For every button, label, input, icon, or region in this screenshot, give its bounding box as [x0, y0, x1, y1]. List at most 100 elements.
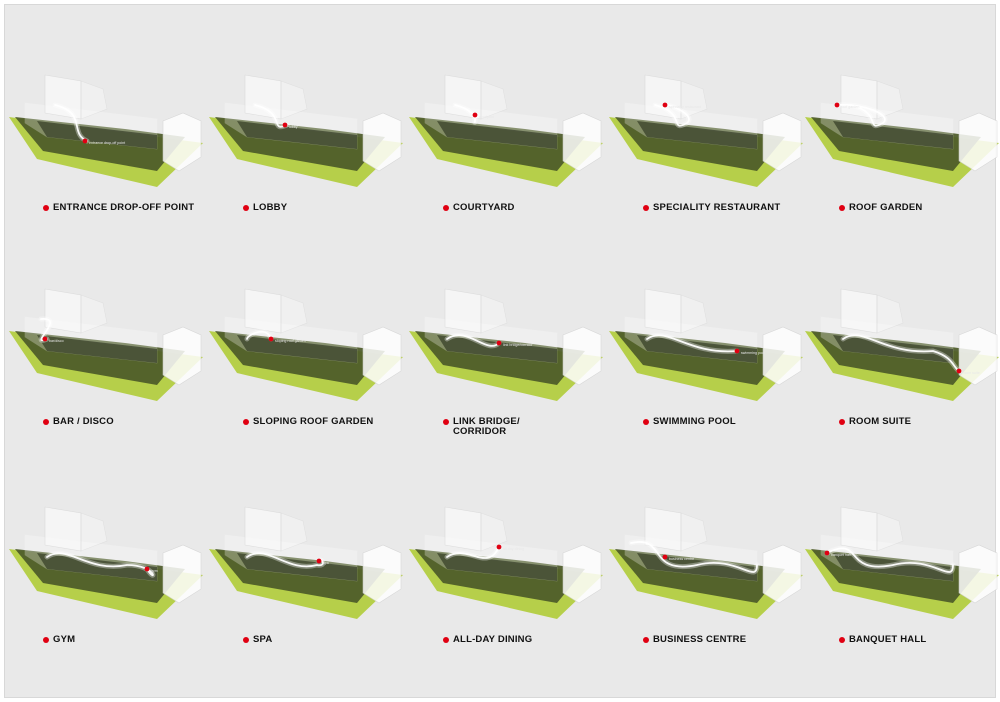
- step-caption: SWIMMING POOL: [643, 417, 813, 427]
- step-caption: SLOPING ROOF GARDEN: [243, 417, 413, 427]
- end-block: [958, 112, 998, 172]
- location-marker: [824, 550, 830, 556]
- tower-side: [80, 294, 108, 334]
- step-label: SLOPING ROOF GARDEN: [253, 416, 374, 427]
- location-tag: roof garden: [841, 105, 859, 109]
- end-block: [562, 544, 602, 604]
- bullet-dot: [43, 205, 49, 211]
- building-shadow: [637, 121, 757, 149]
- location-marker: [42, 336, 48, 342]
- tower-block: [840, 74, 878, 120]
- tower-side: [280, 294, 308, 334]
- step-label: COURTYARD: [453, 202, 515, 213]
- step-label: ROOM SUITE: [849, 416, 912, 427]
- massing-model: swimming pool: [609, 288, 803, 401]
- location-tag: sloping roof garden: [275, 339, 306, 343]
- end-block: [362, 112, 402, 172]
- building-shadow: [437, 121, 557, 149]
- tower-block: [840, 506, 878, 552]
- massing-model: banquet hall: [805, 506, 999, 619]
- building-shadow: [437, 335, 557, 363]
- circulation-path: [446, 334, 500, 347]
- step-caption: COURTYARD: [443, 203, 613, 213]
- circulation-path: [826, 547, 954, 573]
- step-caption: ENTRANCE DROP-OFF POINT: [43, 203, 213, 213]
- bullet-dot: [643, 419, 649, 425]
- bullet-dot: [443, 205, 449, 211]
- location-marker: [282, 122, 288, 128]
- massing-model: lobby: [209, 74, 403, 187]
- location-tag: room suite: [963, 371, 980, 375]
- massing-model: entrance drop-off point: [9, 74, 203, 187]
- tower-block: [444, 506, 482, 552]
- tower-side: [680, 294, 708, 334]
- step-caption: ALL-DAY DINING: [443, 635, 613, 645]
- bullet-dot: [443, 637, 449, 643]
- massing-model: spa: [209, 506, 403, 619]
- circulation-path: [454, 104, 478, 124]
- location-marker: [956, 368, 962, 374]
- circulation-path: [46, 552, 154, 576]
- location-tag: spa: [323, 561, 329, 565]
- tower-block: [644, 288, 682, 334]
- building-shadow: [37, 335, 157, 363]
- tower-side: [876, 294, 904, 334]
- circulation-path: [254, 104, 288, 128]
- location-tag: swimming pool: [741, 351, 765, 355]
- location-tag: business centre: [669, 557, 694, 561]
- step-caption: SPA: [243, 635, 413, 645]
- massing-model: gym: [9, 506, 203, 619]
- step-caption: SPECIALITY RESTAURANT: [643, 203, 813, 213]
- tower-block: [444, 288, 482, 334]
- step-label: BUSINESS CENTRE: [653, 634, 747, 645]
- building-shadow: [637, 335, 757, 363]
- circulation-path: [646, 334, 738, 353]
- end-block: [362, 544, 402, 604]
- tower-block: [444, 74, 482, 120]
- massing-model: bar/disco: [9, 288, 203, 401]
- tower-block: [44, 506, 82, 552]
- bullet-dot: [643, 637, 649, 643]
- location-marker: [734, 348, 740, 354]
- bullet-dot: [839, 637, 845, 643]
- tower-side: [80, 512, 108, 552]
- circulation-path: [446, 546, 500, 559]
- end-block: [958, 544, 998, 604]
- step-label: LOBBY: [253, 202, 288, 213]
- end-block: [162, 112, 202, 172]
- step-label: GYM: [53, 634, 76, 645]
- circulation-path: [40, 318, 51, 342]
- location-marker: [82, 138, 88, 144]
- bullet-dot: [443, 419, 449, 425]
- massing-model: all-day dining: [409, 506, 603, 619]
- tower-side: [80, 80, 108, 120]
- bullet-dot: [43, 637, 49, 643]
- building-shadow: [833, 553, 953, 581]
- bullet-dot: [243, 419, 249, 425]
- building-shadow: [237, 553, 357, 581]
- step-caption: BAR / DISCO: [43, 417, 213, 427]
- step-label: BAR / DISCO: [53, 416, 114, 427]
- circulation-path: [246, 552, 324, 568]
- massing-model: business centre: [609, 506, 803, 619]
- location-marker: [496, 340, 502, 346]
- end-block: [162, 544, 202, 604]
- step-label: ROOF GARDEN: [849, 202, 923, 213]
- bullet-dot: [839, 205, 845, 211]
- step-caption: ROOF GARDEN: [839, 203, 1000, 213]
- location-marker: [316, 558, 322, 564]
- circulation-path: [842, 334, 960, 372]
- step-label: SPA: [253, 634, 273, 645]
- tower-block: [644, 506, 682, 552]
- tower-block: [44, 74, 82, 120]
